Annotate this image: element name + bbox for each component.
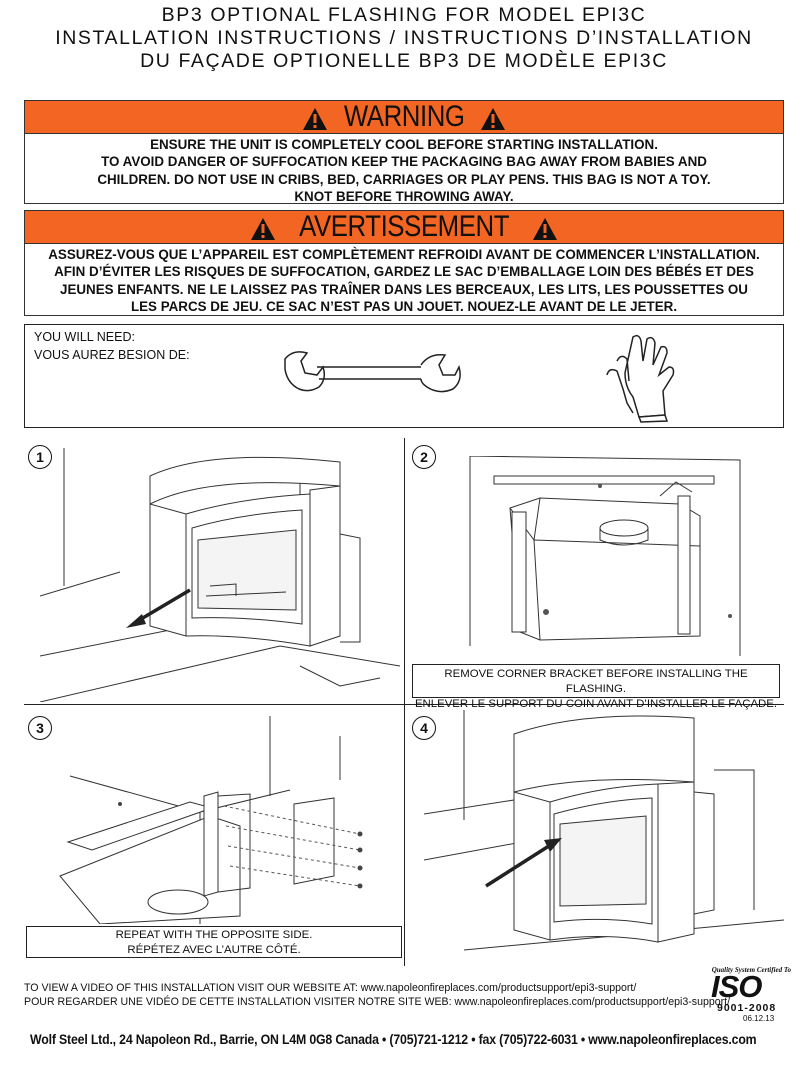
warning-label: WARNING	[343, 100, 465, 133]
step-2-caption-fr: ENLEVER LE SUPPORT DU COIN AVANT D’INSTA…	[414, 698, 778, 710]
step-4-illustration	[424, 710, 784, 964]
video-link-en[interactable]: TO VIEW A VIDEO OF THIS INSTALLATION VIS…	[24, 982, 637, 994]
step-3-illustration	[40, 716, 363, 924]
warning-banner: WARNING	[24, 100, 784, 134]
step-grid-divider-horizontal	[24, 704, 784, 705]
company-address: Wolf Steel Ltd., 24 Napoleon Rd., Barrie…	[30, 1031, 757, 1047]
iso-number: 9001-2008	[717, 1002, 777, 1014]
page-title-line-1: BP3 OPTIONAL FLASHING FOR MODEL EPI3C	[161, 4, 647, 26]
tools-needed-box: YOU WILL NEED: VOUS AUREZ BESION DE:	[24, 324, 784, 428]
warning-line: ENSURE THE UNIT IS COMPLETELY COOL BEFOR…	[150, 137, 658, 152]
step-2-number: 2	[412, 445, 436, 469]
step-2-caption-en: REMOVE CORNER BRACKET BEFORE INSTALLING …	[444, 668, 748, 695]
step-3-caption-en: REPEAT WITH THE OPPOSITE SIDE.	[115, 929, 313, 941]
step-1-illustration	[40, 446, 402, 702]
step-3-caption: REPEAT WITH THE OPPOSITE SIDE. RÉPÉTEZ A…	[26, 926, 402, 958]
gloves-icon	[603, 331, 687, 423]
step-grid-divider-vertical	[404, 438, 405, 966]
document-date: 06.12.13	[743, 1014, 775, 1023]
page-title-line-3: DU FAÇADE OPTIONELLE BP3 DE MODÈLE EPI3C	[140, 50, 668, 72]
step-3-caption-fr: RÉPÉTEZ AVEC L’AUTRE CÔTÉ.	[127, 944, 301, 956]
step-1-number: 1	[28, 445, 52, 469]
iso-certification-badge: Quality System Certified To ISO 9001-200…	[705, 966, 791, 1024]
warning-triangle-icon	[250, 217, 275, 240]
avertissement-banner: AVERTISSEMENT	[24, 210, 784, 244]
avertissement-line: LES PARCS DE JEU. CE SAC N’EST PAS UN JO…	[130, 299, 678, 315]
avertissement-label: AVERTISSEMENT	[299, 210, 509, 243]
tools-label-fr: VOUS AUREZ BESION DE:	[34, 348, 190, 362]
iso-tagline: Quality System Certified To	[711, 966, 791, 974]
avertissement-text: ASSUREZ-VOUS QUE L’APPAREIL EST COMPLÈTE…	[24, 244, 784, 316]
step-4-number: 4	[412, 716, 436, 740]
iso-logo: ISO	[711, 969, 762, 1004]
video-link-fr[interactable]: POUR REGARDER UNE VIDÉO DE CETTE INSTALL…	[24, 996, 731, 1008]
tools-label-en: YOU WILL NEED:	[34, 330, 135, 344]
warning-line: KNOT BEFORE THROWING AWAY.	[294, 189, 514, 205]
warning-triangle-icon	[481, 107, 506, 130]
warning-triangle-icon	[302, 107, 327, 130]
step-3-number: 3	[28, 716, 52, 740]
avertissement-line: AFIN D’ÉVITER LES RISQUES DE SUFFOCATION…	[54, 264, 754, 280]
avertissement-line: JEUNES ENFANTS. NE LE LAISSEZ PAS TRAÎNE…	[60, 281, 748, 297]
step-2-caption: REMOVE CORNER BRACKET BEFORE INSTALLING …	[412, 664, 780, 710]
page-title-line-2: INSTALLATION INSTRUCTIONS / INSTRUCTIONS…	[55, 27, 753, 49]
warning-line: TO AVOID DANGER OF SUFFOCATION KEEP THE …	[101, 154, 707, 170]
avertissement-line: ASSUREZ-VOUS QUE L’APPAREIL EST COMPLÈTE…	[48, 247, 760, 262]
warning-line: CHILDREN. DO NOT USE IN CRIBS, BED, CARR…	[97, 171, 711, 187]
warning-triangle-icon	[533, 217, 558, 240]
warning-text: ENSURE THE UNIT IS COMPLETELY COOL BEFOR…	[24, 134, 784, 204]
wrench-icon	[279, 345, 465, 399]
step-2-illustration	[440, 456, 770, 656]
